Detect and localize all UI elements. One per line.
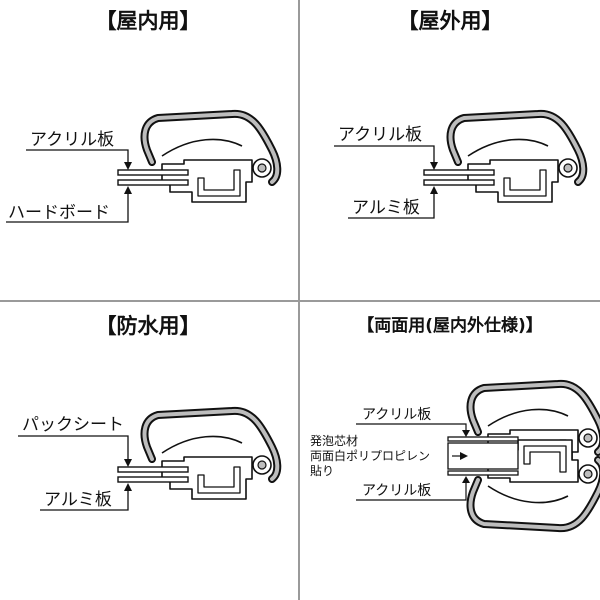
label-acrylic-double-bottom: アクリル板 xyxy=(362,483,431,499)
label-core-line-1: 発泡芯材 xyxy=(310,434,358,448)
arrow-acrylic-double-bottom xyxy=(462,476,470,483)
panel-waterproof: 【防水用】 パックシート アルミ板 xyxy=(18,314,278,511)
label-aluminum-outdoor: アルミ板 xyxy=(352,198,420,218)
label-acrylic-double-top: アクリル板 xyxy=(362,407,431,423)
acrylic-sheet-indoor xyxy=(117,169,189,176)
aluminum-sheet-waterproof xyxy=(117,476,189,483)
frame-profile-waterproof xyxy=(145,411,278,499)
leader-hardboard-indoor xyxy=(6,192,129,223)
panel-title-outdoor: 【屋外用】 xyxy=(398,9,503,33)
aluminum-sheet-outdoor xyxy=(423,179,495,186)
label-acrylic-indoor: アクリル板 xyxy=(30,130,114,150)
acrylic-sheet-double-upper xyxy=(447,436,519,442)
leader-aluminum-outdoor xyxy=(348,192,435,219)
leader-packsheet-waterproof xyxy=(18,435,129,463)
label-hardboard-indoor: ハードボード xyxy=(8,203,110,223)
panel-indoor: 【屋内用】 アクリル板 ハードボード xyxy=(6,9,277,223)
leader-acrylic-outdoor xyxy=(334,145,435,166)
panel-title-double-sided: 【両面用(屋内外仕様)】 xyxy=(357,315,543,336)
panel-title-waterproof: 【防水用】 xyxy=(96,314,201,338)
label-core-line-2: 両面白ポリプロピレン xyxy=(310,448,430,463)
leader-aluminum-waterproof xyxy=(40,489,129,511)
arrow-core-double xyxy=(460,452,468,460)
arrow-acrylic-double-top xyxy=(462,430,470,437)
label-core-line-3: 貼り xyxy=(310,463,334,478)
label-aluminum-waterproof: アルミ板 xyxy=(44,490,112,510)
panel-double-sided: 【両面用(屋内外仕様)】 アクリル板 発泡芯材 両面白ポリプロピレン 貼り アク… xyxy=(310,315,600,528)
acrylic-sheet-outdoor xyxy=(423,169,495,176)
panel-outdoor: 【屋外用】 アクリル板 アルミ板 xyxy=(334,9,584,219)
frame-profile-indoor xyxy=(145,114,278,202)
label-packsheet-waterproof: パックシート xyxy=(22,415,124,435)
pack-sheet-waterproof xyxy=(117,466,189,473)
label-acrylic-outdoor: アクリル板 xyxy=(338,125,422,145)
arrow-aluminum-outdoor xyxy=(430,186,438,194)
arrow-aluminum-waterproof xyxy=(124,483,132,491)
panel-title-indoor: 【屋内用】 xyxy=(96,9,201,33)
arrow-hardboard-indoor xyxy=(124,186,132,194)
leader-acrylic-indoor xyxy=(26,149,129,166)
leader-acrylic-double-top xyxy=(356,423,467,434)
arrow-packsheet-waterproof xyxy=(124,459,132,467)
leader-acrylic-double-bottom xyxy=(356,480,467,501)
hardboard-sheet-indoor xyxy=(117,179,189,186)
frame-profile-outdoor xyxy=(451,114,584,202)
acrylic-sheet-double-lower xyxy=(447,470,519,476)
arrow-acrylic-outdoor xyxy=(430,162,438,170)
arrow-acrylic-indoor xyxy=(124,162,132,170)
